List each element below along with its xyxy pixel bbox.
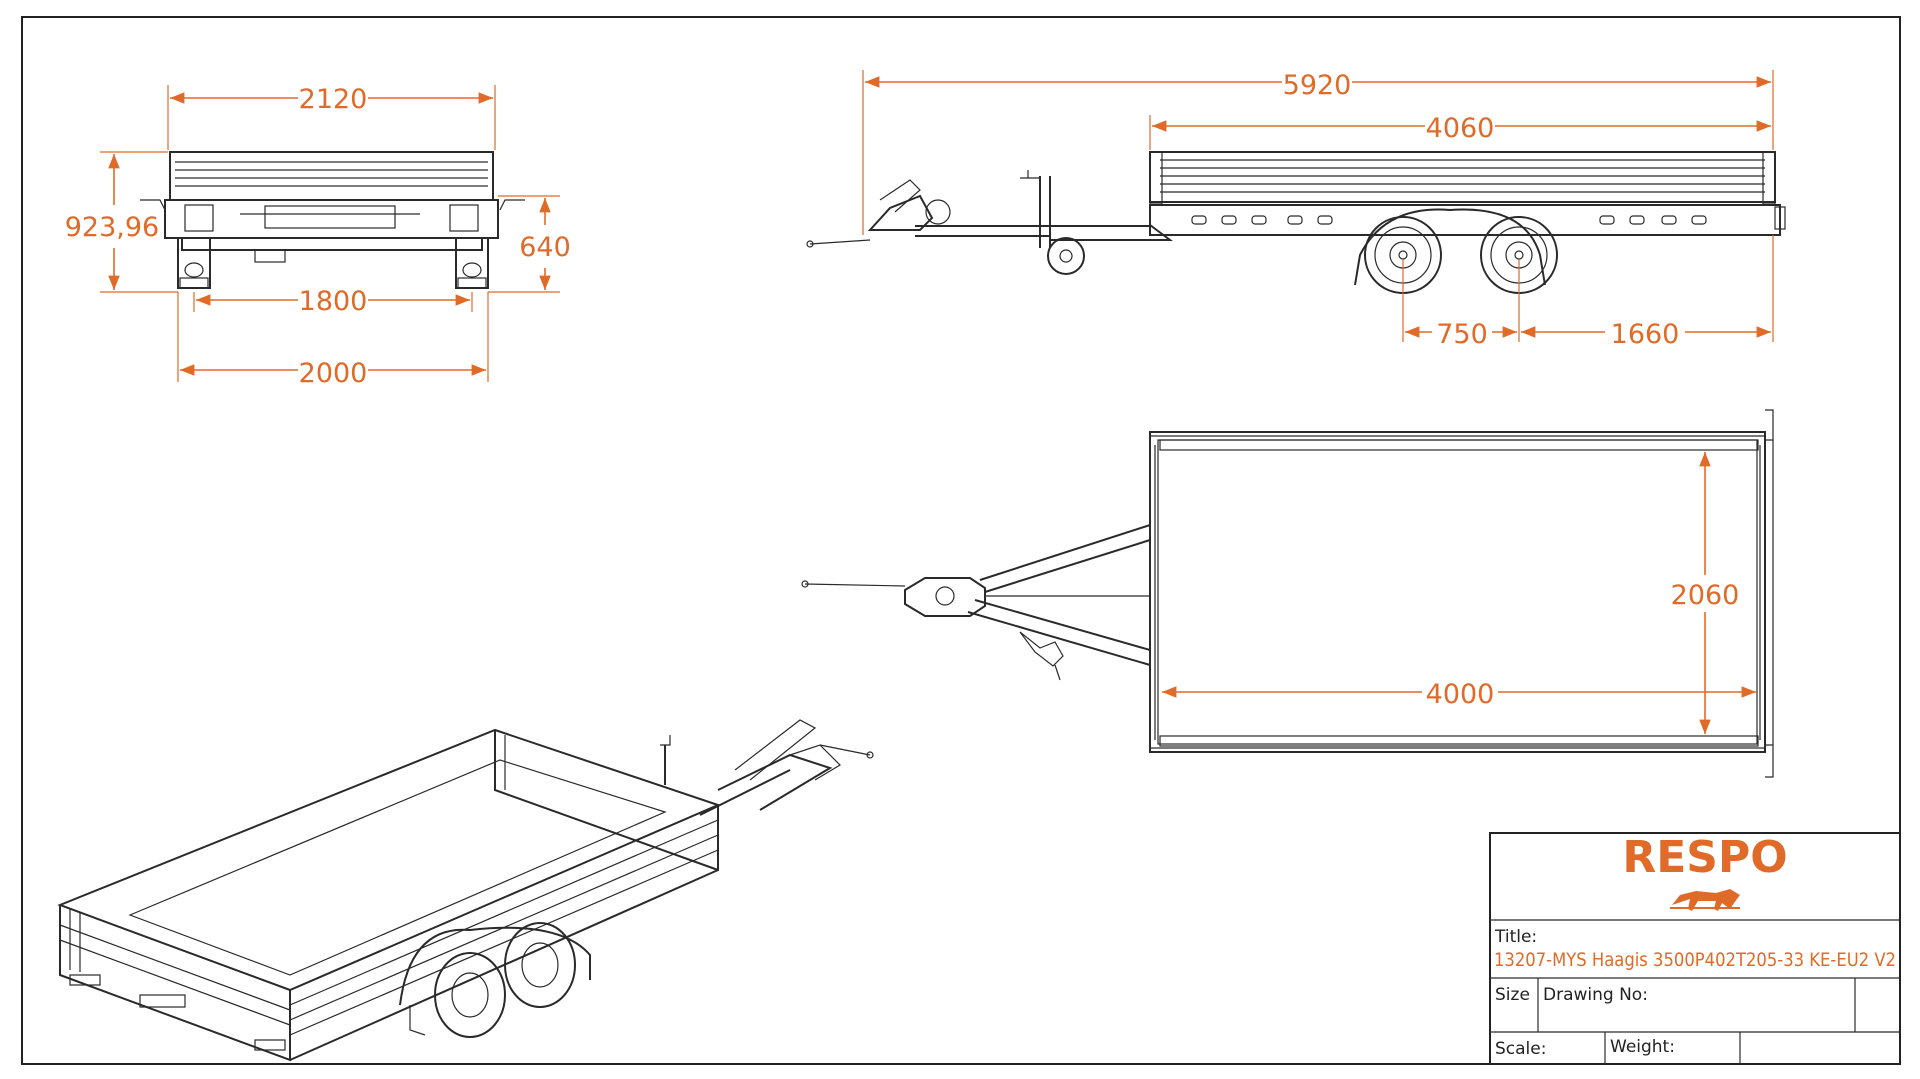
front-view: [140, 151, 525, 289]
top-dimensions: 2060 4000: [1162, 452, 1756, 734]
drawing-no-label: Drawing No:: [1543, 985, 1648, 1005]
bull-logo-icon: [1672, 889, 1740, 911]
top-view: [801, 409, 1774, 778]
brand-logo-text: RESPO: [1622, 832, 1787, 883]
side-dimensions: 5920 4060 750 1660: [862, 70, 1774, 350]
front-dimensions: 2120 923,96 640 1800 2000: [65, 84, 571, 389]
dim-4060: 4060: [1426, 113, 1495, 144]
sheet-border: [21, 16, 1901, 1065]
dim-5920: 5920: [1283, 70, 1352, 101]
scale-label: Scale:: [1495, 1039, 1546, 1059]
dim-2120: 2120: [299, 84, 368, 115]
dim-2000: 2000: [299, 358, 368, 389]
dim-4000: 4000: [1426, 679, 1495, 710]
dim-1660: 1660: [1611, 319, 1680, 350]
isometric-view: [57, 719, 874, 1062]
title-block: RESPO Title: 13207-MYS Haagis 3500P402T2…: [1489, 832, 1901, 1065]
dim-1800: 1800: [299, 286, 368, 317]
side-view: [806, 151, 1786, 294]
dim-923-96: 923,96: [65, 212, 159, 243]
size-label: Size: [1495, 985, 1530, 1005]
title-label: Title:: [1494, 927, 1537, 947]
title-value: 13207-MYS Haagis 3500P402T205-33 KE-EU2 …: [1494, 949, 1896, 971]
dim-750: 750: [1436, 319, 1488, 350]
weight-label: Weight:: [1610, 1037, 1675, 1057]
dim-640: 640: [519, 232, 571, 263]
dim-2060: 2060: [1671, 580, 1740, 611]
